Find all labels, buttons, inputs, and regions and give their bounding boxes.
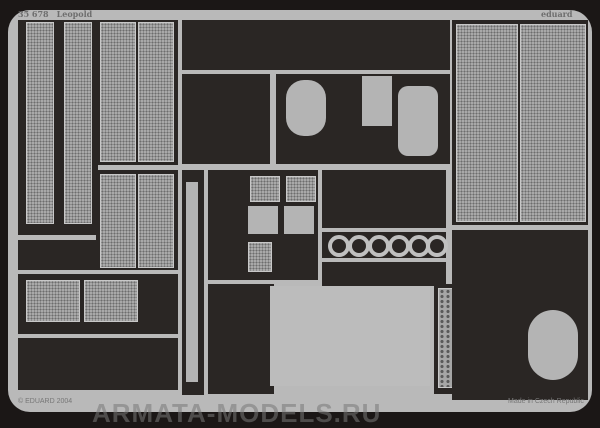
plate-part (248, 206, 278, 234)
mesh-small (248, 242, 272, 272)
round-part (528, 310, 578, 380)
ring-part (388, 235, 410, 257)
fret-name: Leopold (56, 9, 93, 19)
copyright: © EDUARD 2004 (18, 398, 73, 405)
photo-etch-fret: 35 678 Leopold eduard © EDUARD 2004 Made… (8, 9, 592, 412)
mesh-small (84, 280, 138, 322)
cutout (182, 74, 270, 164)
mesh-panel-large (520, 24, 586, 222)
cutout (322, 170, 446, 228)
cutout-hooks (182, 20, 450, 70)
cutout (208, 284, 274, 394)
plate-part (362, 76, 392, 126)
mesh-small (286, 176, 316, 202)
large-plate (270, 286, 430, 386)
cutout (18, 338, 178, 390)
fret-title: 35 678 Leopold (18, 9, 92, 19)
mesh-panel (138, 22, 174, 162)
brand-logo: eduard (541, 9, 573, 19)
plate-part (284, 206, 314, 234)
ring-part (368, 235, 390, 257)
cutout (322, 262, 446, 286)
long-strip (186, 182, 198, 382)
oval-part (286, 80, 326, 136)
ring-part (426, 235, 448, 257)
mesh-small (26, 280, 80, 322)
mesh-panel (100, 174, 136, 268)
cutout (18, 240, 98, 270)
mesh-strip (64, 22, 92, 224)
fret-code: 35 678 (18, 9, 49, 19)
mesh-panel-large (456, 24, 518, 222)
watermark: ARMATA-MODELS.RU (92, 398, 382, 428)
mesh-small (250, 176, 280, 202)
mesh-panel (138, 174, 174, 268)
hatch-part (398, 86, 438, 156)
mesh-strip (26, 22, 54, 224)
ring-part (348, 235, 370, 257)
mesh-panel (100, 22, 136, 162)
ring-part (328, 235, 350, 257)
origin: Made in Czech Republic (508, 398, 584, 405)
